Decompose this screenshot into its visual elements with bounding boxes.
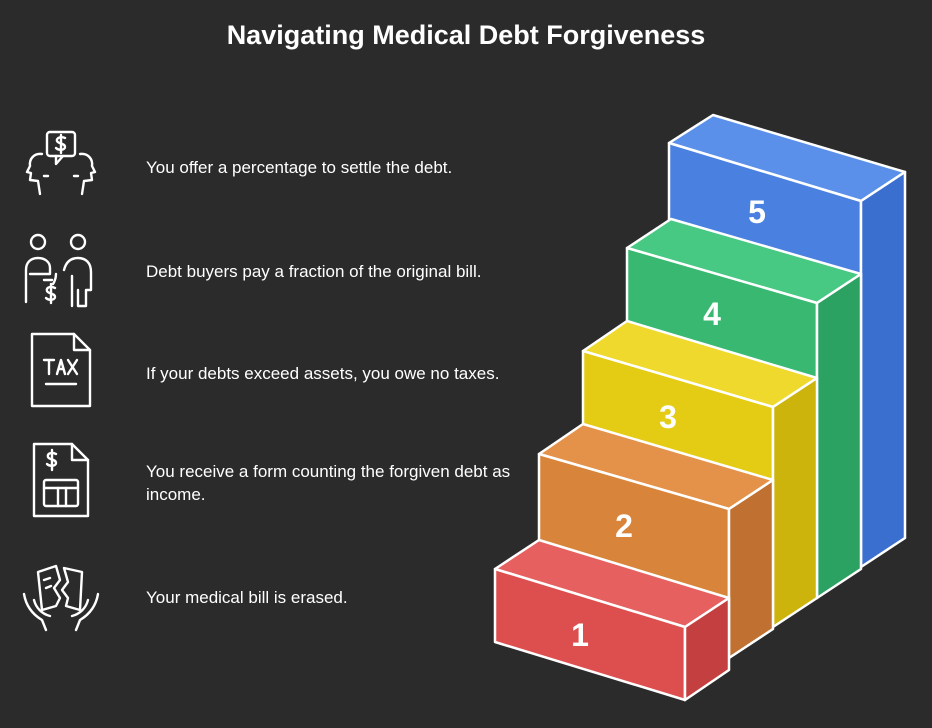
negotiation-icon (25, 130, 97, 196)
torn-bill-icon (22, 564, 100, 632)
stair-4-number: 4 (703, 296, 721, 332)
stair-2-number: 2 (615, 508, 633, 544)
stair-step-1: 1 (493, 538, 731, 702)
step-text-3: If your debts exceed assets, you owe no … (146, 364, 500, 383)
step-text-5: You offer a percentage to settle the deb… (146, 158, 453, 177)
stair-3-side (771, 376, 819, 629)
stair-3-number: 3 (659, 399, 677, 435)
stair-4-side (815, 272, 863, 600)
step-text-2: You receive a form counting the forgiven… (146, 462, 511, 504)
step-text-4: Debt buyers pay a fraction of the origin… (146, 262, 482, 281)
stair-5-number: 5 (748, 194, 766, 230)
tax-document-icon (30, 332, 92, 408)
page-title: Navigating Medical Debt Forgiveness (226, 20, 706, 50)
tax-form-icon (32, 442, 90, 518)
stair-1-side (683, 596, 731, 702)
stair-2-side (727, 478, 775, 660)
step-text-1: Your medical bill is erased. (146, 588, 348, 607)
stair-5-side (859, 170, 907, 569)
debt-buyer-icon (24, 233, 93, 308)
stair-1-number: 1 (571, 617, 589, 653)
